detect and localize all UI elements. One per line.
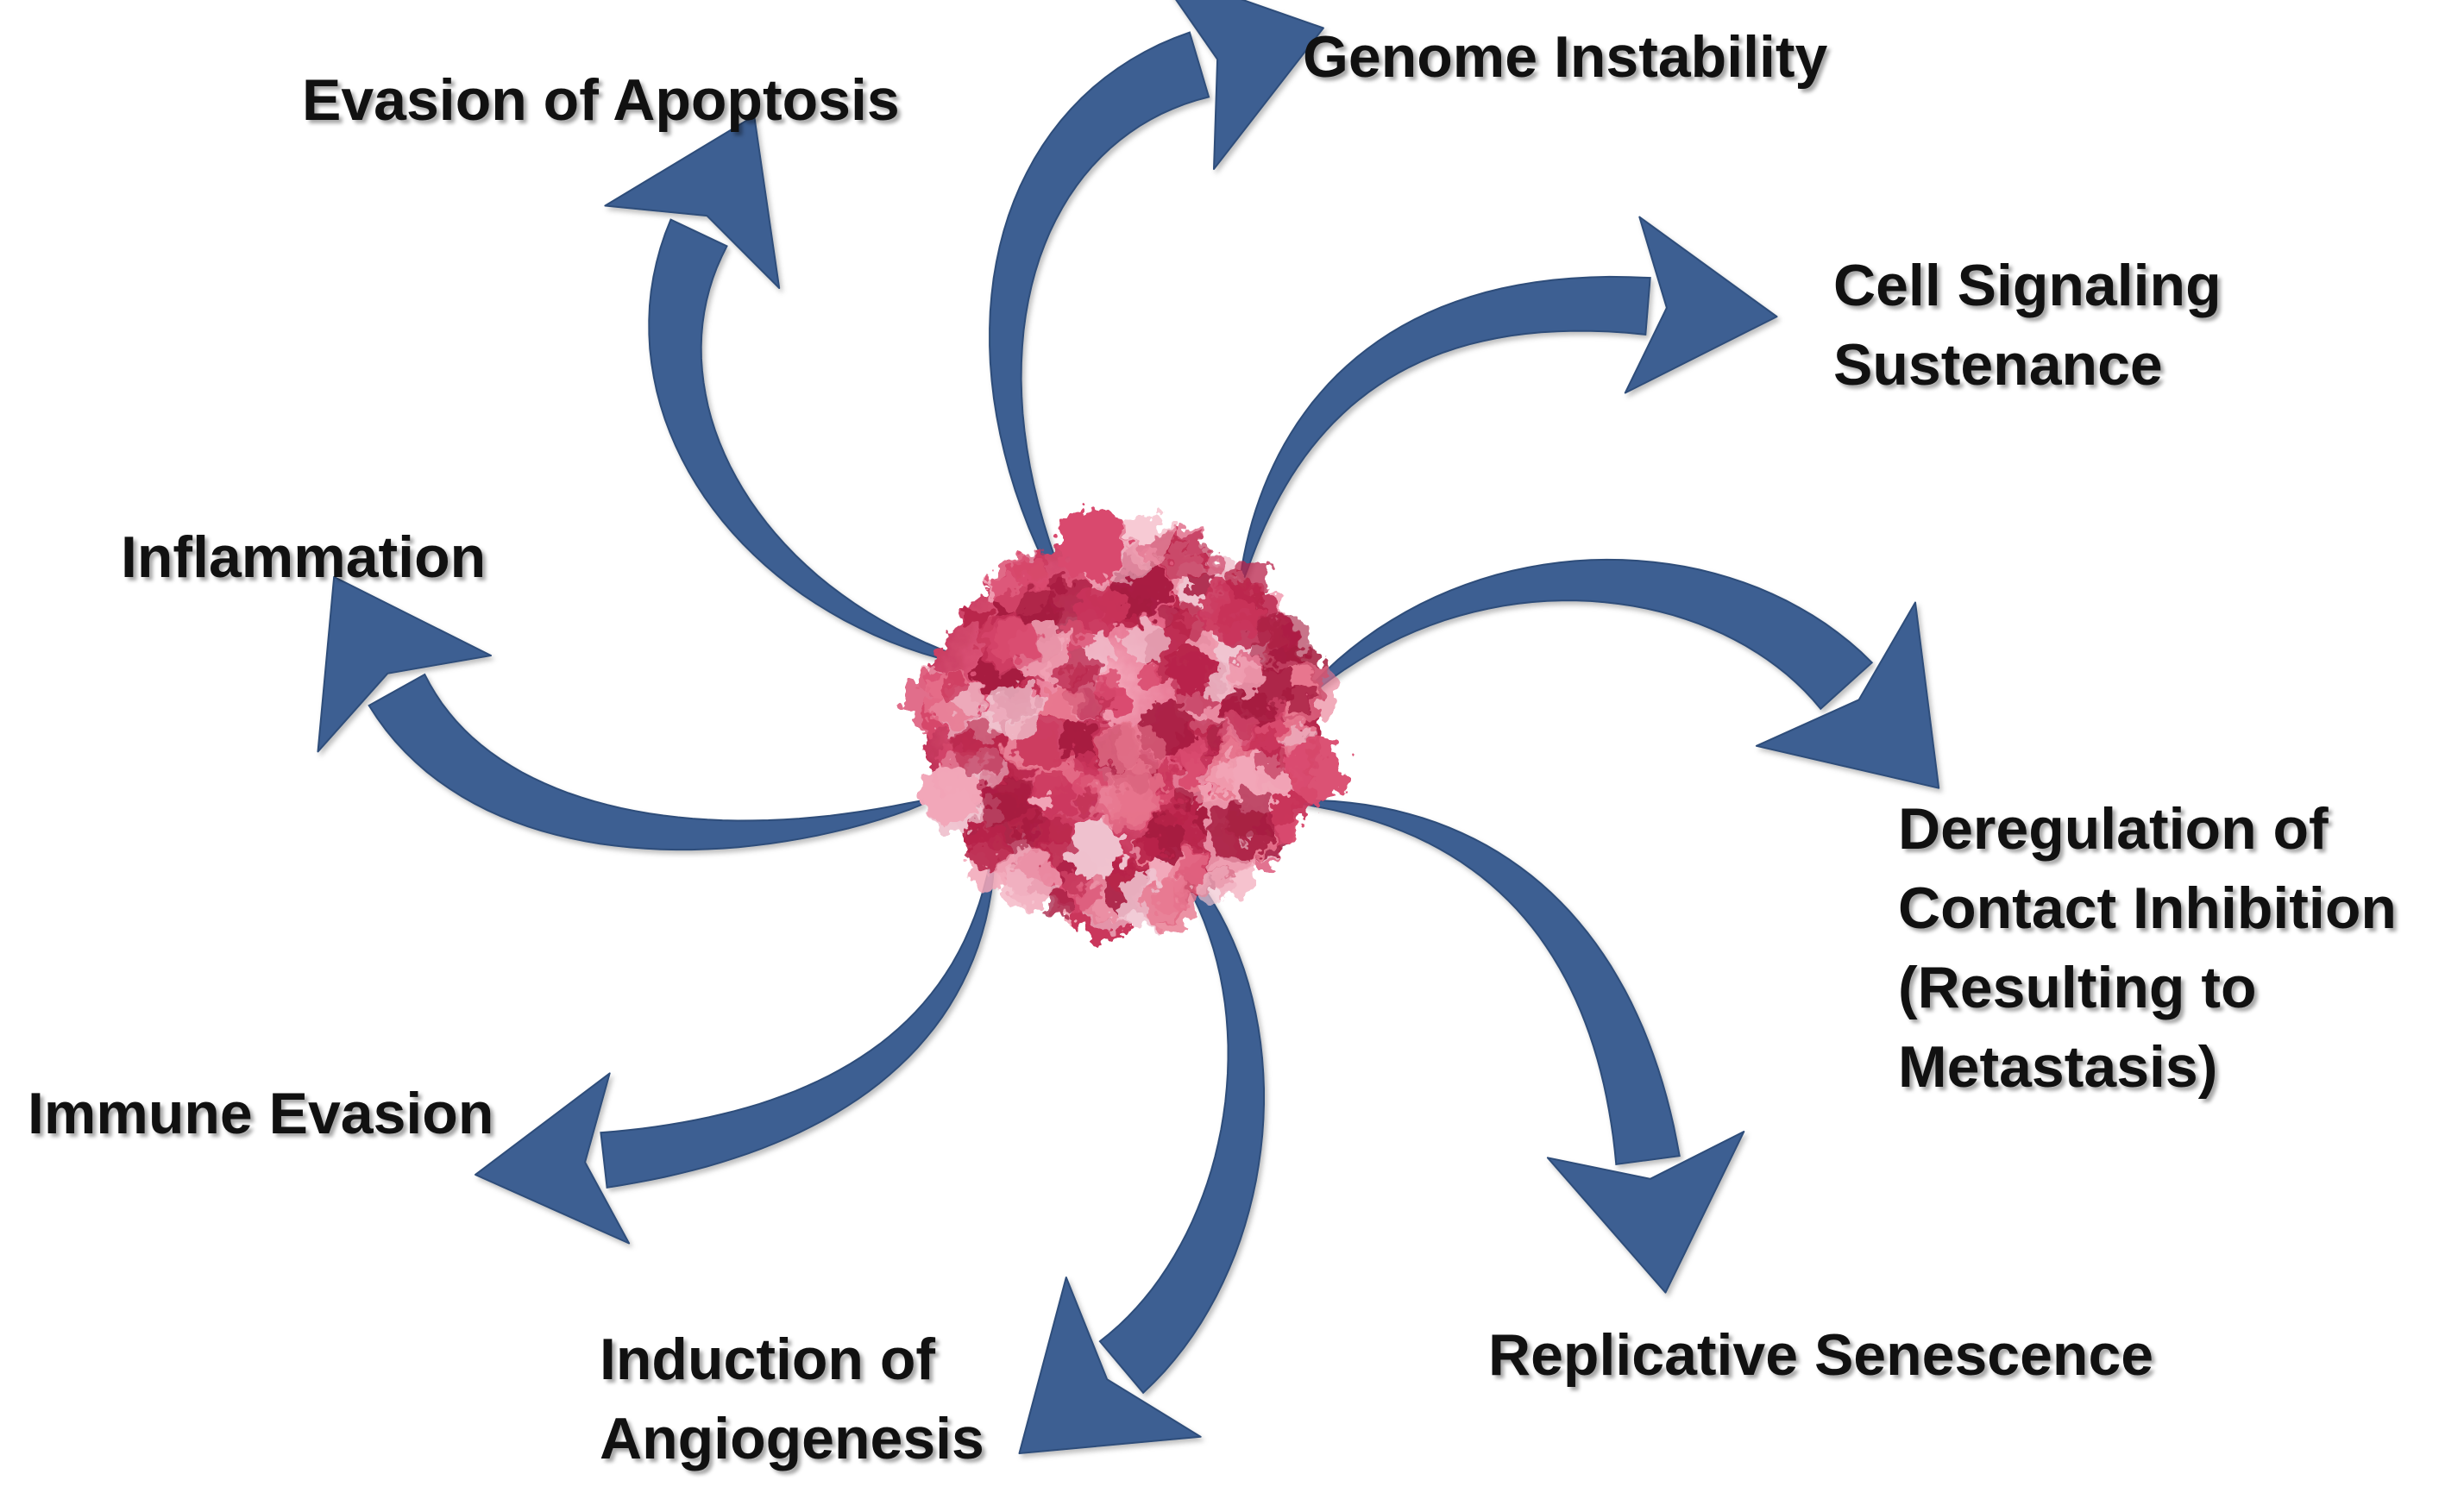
cell-blotch [995, 849, 1055, 909]
label-replicative-senescence: Replicative Senescence [1488, 1315, 2153, 1395]
cell-blotch [1125, 621, 1167, 663]
cell-blotch [1095, 670, 1125, 700]
cell-blotch [1153, 877, 1187, 912]
arrow-inflammation-head [317, 575, 492, 753]
cell-blotch [1229, 561, 1271, 604]
cell-blotch [1270, 799, 1297, 825]
arrow-genome-instability-head [1175, 0, 1324, 170]
arrow-evasion-of-apoptosis-shaft [648, 218, 977, 668]
cell-blotch [1176, 605, 1208, 637]
label-line: Cell Signaling [1833, 253, 2222, 318]
label-genome-instability: Genome Instability [1303, 17, 1827, 97]
cell-blotch [1285, 681, 1314, 711]
cell-blotch [968, 825, 1011, 869]
cell-blotch [1074, 587, 1126, 637]
arrow-immune-evasion-shaft [600, 861, 996, 1189]
label-line: Replicative Senescence [1488, 1322, 2154, 1388]
cell-blotch [1120, 516, 1172, 568]
label-immune-evasion: Immune Evasion [28, 1074, 493, 1153]
arrow-replicative-senescence-head [1546, 1131, 1745, 1294]
arrow-inflammation-shaft [368, 673, 925, 851]
cell-bud [1057, 509, 1126, 578]
cell-blotch [1259, 744, 1290, 775]
cell-blotch [1139, 668, 1160, 688]
arrow-deregulation-of-contact-head [1755, 601, 1940, 789]
cell-blotch [1166, 644, 1215, 694]
label-cell-signaling-sustenance: Cell Signaling Sustenance [1833, 246, 2222, 405]
label-line: Inflammation [121, 524, 487, 590]
cell-blotch [939, 672, 968, 701]
cell-blotch [1190, 717, 1212, 739]
label-line: Deregulation of [1898, 796, 2329, 862]
cell-blotch [1048, 889, 1076, 917]
cell-blotch [1227, 792, 1278, 843]
label-line: Metastasis) [1898, 1034, 2218, 1100]
label-induction-of-angiogenesis: Induction of Angiogenesis [600, 1320, 984, 1478]
label-line: Angiogenesis [600, 1406, 984, 1471]
label-line: (Resulting to [1898, 955, 2257, 1020]
label-line: Genome Instability [1303, 24, 1828, 90]
label-inflammation: Inflammation [121, 518, 486, 597]
cell-blotch [1034, 819, 1077, 863]
label-line: Evasion of Apoptosis [302, 67, 900, 133]
cell-blotch [1100, 725, 1146, 770]
cell-blotch [1286, 741, 1346, 800]
cell-blotch [1204, 553, 1227, 576]
cell-blotch [1211, 853, 1255, 898]
cell-blotch [1135, 833, 1164, 862]
cell-blotch [1251, 612, 1312, 672]
label-evasion-of-apoptosis: Evasion of Apoptosis [302, 60, 900, 140]
cell-blotch [1159, 802, 1183, 826]
cancer-cell-image [903, 509, 1346, 940]
arrow-induction-of-angiogenesis-shaft [1098, 843, 1265, 1395]
cell-blotch [984, 682, 1044, 743]
arrow-genome-instability-shaft [989, 31, 1210, 624]
arrow-deregulation-of-contact-shaft [1300, 558, 1874, 711]
cell-blotch [920, 764, 980, 825]
cell-blotch [1034, 788, 1054, 809]
cell-blotch [952, 722, 1005, 774]
arrow-replicative-senescence-shaft [1301, 800, 1681, 1166]
cell-blotch [1071, 749, 1098, 777]
cell-blotch [1066, 823, 1122, 880]
label-line: Immune Evasion [28, 1081, 494, 1146]
cell-blotch [996, 619, 1040, 662]
cell-blotch [1160, 534, 1210, 583]
arrow-cell-signaling-sustenance-shaft [1240, 275, 1651, 580]
cell-blotch [1171, 785, 1193, 807]
cell-blotch [1052, 690, 1079, 718]
arrow-cell-signaling-sustenance-head [1624, 216, 1778, 394]
label-line: Induction of [600, 1327, 936, 1392]
cell-blotch [1267, 701, 1288, 722]
arrow-immune-evasion-head [475, 1072, 631, 1245]
label-deregulation-of-contact-inhibition: Deregulation of Contact Inhibition (Resu… [1898, 789, 2397, 1107]
label-line: Contact Inhibition [1898, 875, 2397, 941]
arrow-evasion-of-apoptosis-head [604, 115, 781, 289]
cell-blotch [1230, 660, 1263, 693]
cell-blotch [1107, 765, 1165, 823]
label-line: Sustenance [1833, 332, 2163, 398]
arrow-induction-of-angiogenesis-head [1018, 1277, 1202, 1454]
